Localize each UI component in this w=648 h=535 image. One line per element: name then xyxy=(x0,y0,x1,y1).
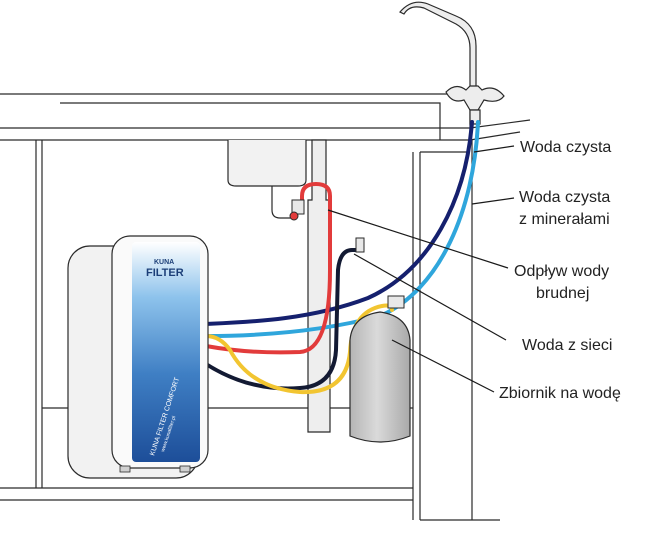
label-drain-line2: brudnej xyxy=(536,285,589,302)
faucet xyxy=(399,1,505,125)
water-tank xyxy=(349,311,411,443)
tank-valve xyxy=(387,295,405,309)
leader-mains xyxy=(353,253,507,341)
label-drain-line1: Odpływ wody xyxy=(514,263,609,280)
sink-basin xyxy=(227,139,331,433)
tank-pipe xyxy=(204,303,394,395)
filter-panel xyxy=(132,242,200,462)
mains-valve xyxy=(355,237,365,253)
filter-logo-line1: KUNA xyxy=(154,259,174,266)
leader-mineral-water xyxy=(471,197,515,205)
label-mains-water: Woda z sieci xyxy=(522,337,612,354)
leader-clean-water xyxy=(473,145,515,153)
labels: Woda czysta Woda czysta z minerałami Odp… xyxy=(499,139,621,402)
leader-lines xyxy=(327,145,515,393)
clean-water-pipe xyxy=(204,120,474,326)
label-tank: Zbiornik na wodę xyxy=(499,385,621,402)
drain-valve-knob xyxy=(289,211,299,221)
filter-logo-line2: FILTER xyxy=(146,267,184,279)
faucet-base xyxy=(445,85,505,111)
label-mineral-water-line1: Woda czysta xyxy=(519,189,610,206)
drain-pipe-vertical xyxy=(307,139,331,433)
sink-siphon xyxy=(271,186,296,219)
countertop-front-top xyxy=(0,119,531,129)
drain-pipe xyxy=(204,182,332,355)
mains-water-pipe xyxy=(204,248,362,391)
valves xyxy=(289,199,405,309)
sink-cutout xyxy=(60,102,441,140)
leader-drain xyxy=(327,209,509,269)
filter-foot-right xyxy=(179,465,191,473)
filter-unit: KUNA FILTER KUNA FILTER COMFORT www.kuna… xyxy=(67,235,209,479)
label-clean-water: Woda czysta xyxy=(520,139,611,156)
faucet-spout xyxy=(399,1,477,91)
label-mineral-water-line2: z minerałami xyxy=(519,211,610,228)
filter-foot-left xyxy=(119,465,131,473)
leader-tank xyxy=(391,339,495,393)
